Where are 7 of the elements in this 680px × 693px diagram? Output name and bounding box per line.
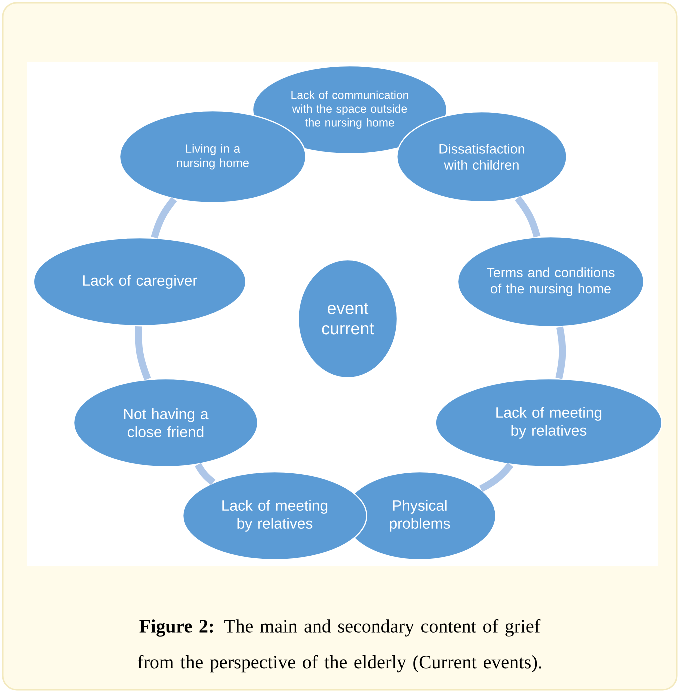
connector-arc — [479, 462, 514, 492]
connector-arc — [556, 326, 566, 380]
connector-arc — [135, 326, 152, 381]
connector-arc — [195, 463, 216, 486]
figure-caption: Figure 2: The main and secondary content of grief from the perspective of the elderly (Current events). — [138, 619, 542, 673]
connector-arc — [515, 196, 541, 238]
connector-arc — [151, 197, 178, 239]
